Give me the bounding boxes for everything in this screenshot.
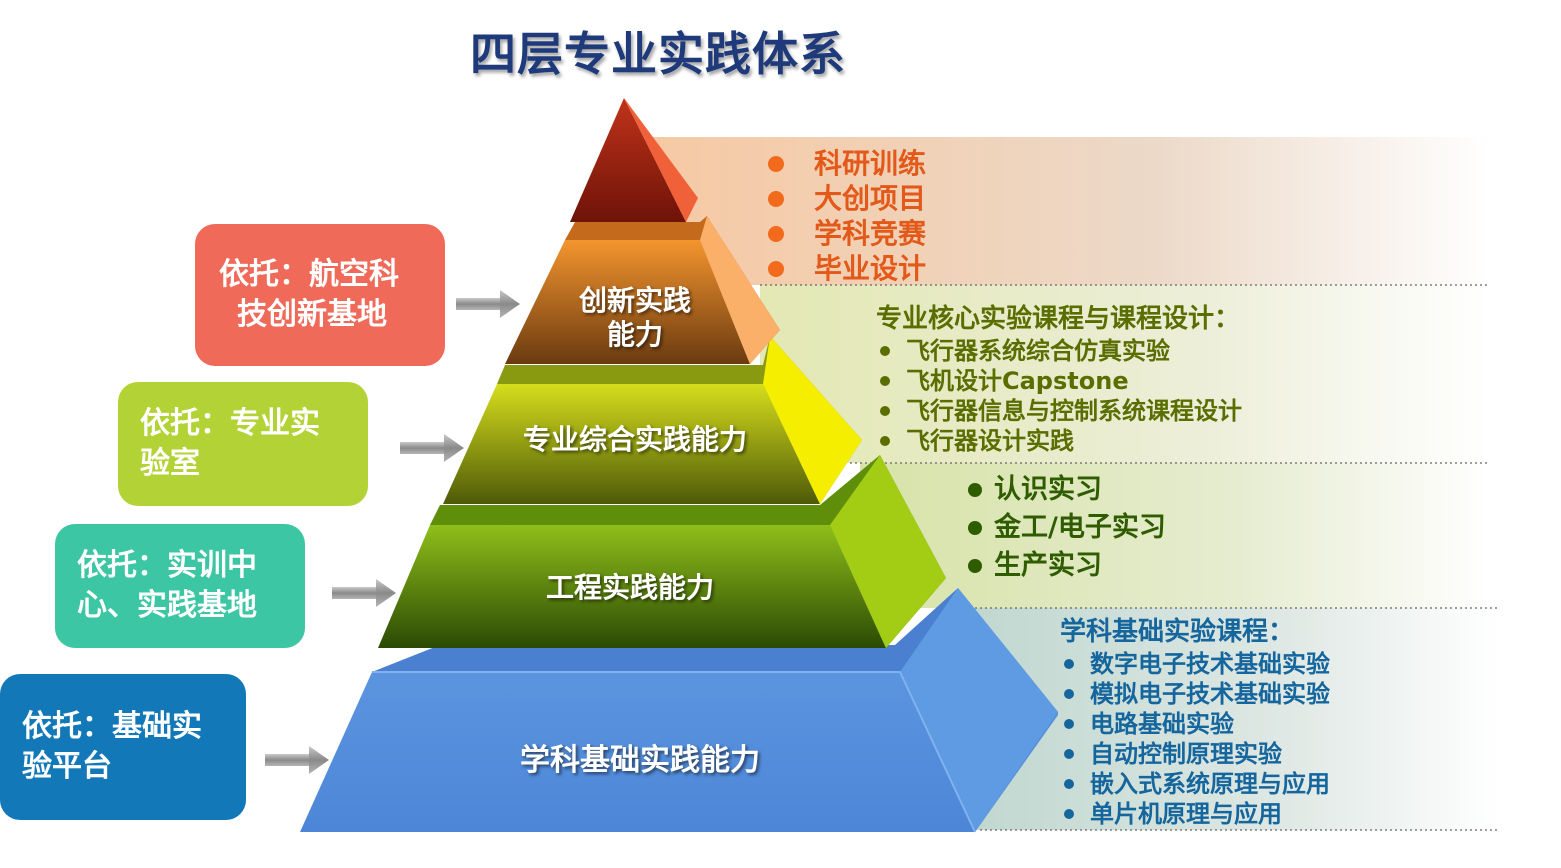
- support-basic-line2: 验平台: [22, 749, 112, 784]
- list-item: 单片机原理与应用: [1060, 799, 1330, 829]
- support-innovation-line2: 技创新基地: [237, 297, 387, 332]
- support-box-innovation: 依托：航空科 技创新基地: [195, 224, 445, 366]
- bullet-icon: [768, 156, 784, 172]
- layer-innovation-side: [700, 216, 780, 364]
- bullet-icon: [1064, 659, 1074, 669]
- bullet-icon: [768, 261, 784, 277]
- layer-basic-front: [300, 672, 1058, 832]
- pyramid-tip-front: [570, 98, 686, 222]
- list-item: 电路基础实验: [1060, 709, 1330, 739]
- bullet-icon: [768, 191, 784, 207]
- basic-heading: 学科基础实验课程：: [1060, 617, 1295, 647]
- layer-innovation-label: 创新实践 能力: [560, 284, 710, 352]
- layer-engineering-front: [378, 525, 886, 648]
- support-basic-line1: 依托：基础实: [22, 709, 202, 744]
- support-innovation-line1: 依托：航空科: [219, 257, 399, 292]
- list-item: 飞机设计Capstone: [876, 366, 1242, 396]
- arrow-engineering: [332, 579, 396, 607]
- list-item: 飞行器设计实践: [876, 426, 1242, 456]
- list-item: 数字电子技术基础实验: [1060, 649, 1330, 679]
- list-item: 科研训练: [768, 146, 926, 181]
- band-specialty: [760, 285, 1490, 463]
- list-item: 嵌入式系统原理与应用: [1060, 769, 1330, 799]
- engineering-list: 认识实习 金工/电子实习 生产实习: [968, 471, 1166, 585]
- bullet-icon: [1064, 809, 1074, 819]
- support-box-engineering: 依托：实训中 心、实践基地: [55, 524, 305, 648]
- list-item: 金工/电子实习: [968, 509, 1166, 547]
- band-innovation: [650, 137, 1490, 285]
- support-engineering-line1: 依托：实训中: [77, 548, 257, 583]
- band-engineering: [860, 463, 1490, 608]
- bullet-icon: [880, 406, 890, 416]
- basic-list: 学科基础实验课程： 数字电子技术基础实验 模拟电子技术基础实验 电路基础实验 自…: [1060, 615, 1330, 829]
- bullet-icon: [1064, 719, 1074, 729]
- layer-innovation-label-line2: 能力: [606, 318, 663, 351]
- specialty-heading: 专业核心实验课程与课程设计：: [876, 304, 1241, 334]
- support-specialty-line2: 验室: [140, 446, 200, 481]
- bullet-icon: [968, 521, 982, 535]
- pyramid-tip-side: [624, 98, 698, 222]
- support-specialty-line1: 依托：专业实: [140, 406, 320, 441]
- list-item: 生产实习: [968, 547, 1166, 585]
- arrow-basic: [265, 746, 329, 774]
- support-engineering-line2: 心、实践基地: [77, 588, 257, 623]
- arrow-specialty: [400, 434, 464, 462]
- list-item: 飞行器信息与控制系统课程设计: [876, 396, 1242, 426]
- layer-engineering-label: 工程实践能力: [545, 571, 714, 604]
- arrow-innovation: [456, 290, 520, 318]
- layer-basic-side: [900, 588, 1058, 832]
- layer-basic-top: [372, 588, 1058, 832]
- layer-specialty-front: [443, 384, 820, 504]
- bullet-icon: [880, 346, 890, 356]
- list-item: 认识实习: [968, 471, 1166, 509]
- layer-innovation-label-line1: 创新实践: [578, 284, 691, 317]
- bullet-icon: [968, 559, 982, 573]
- list-item: 模拟电子技术基础实验: [1060, 679, 1330, 709]
- innovation-list: 科研训练 大创项目 学科竞赛 毕业设计: [768, 146, 926, 286]
- bullet-icon: [768, 226, 784, 242]
- list-item: 学科竞赛: [768, 216, 926, 251]
- support-box-specialty: 依托：专业实 验室: [118, 382, 368, 506]
- list-item: 大创项目: [768, 181, 926, 216]
- bullet-icon: [880, 376, 890, 386]
- layer-basic-label: 学科基础实践能力: [520, 743, 760, 778]
- bullet-icon: [880, 436, 890, 446]
- list-item: 自动控制原理实验: [1060, 739, 1330, 769]
- layer-specialty-label: 专业综合实践能力: [522, 423, 747, 456]
- support-box-basic: 依托：基础实 验平台: [0, 674, 246, 820]
- layer-engineering-side: [830, 455, 946, 648]
- specialty-list: 专业核心实验课程与课程设计： 飞行器系统综合仿真实验 飞机设计Capstone …: [876, 302, 1242, 456]
- layer-specialty-side: [763, 336, 862, 504]
- diagram-title: 四层专业实践体系: [470, 27, 846, 81]
- bullet-icon: [1064, 689, 1074, 699]
- bullet-icon: [1064, 779, 1074, 789]
- layer-innovation-front: [505, 240, 750, 364]
- bullet-icon: [1064, 749, 1074, 759]
- list-item: 毕业设计: [768, 251, 926, 286]
- list-item: 飞行器系统综合仿真实验: [876, 336, 1242, 366]
- bullet-icon: [968, 483, 982, 497]
